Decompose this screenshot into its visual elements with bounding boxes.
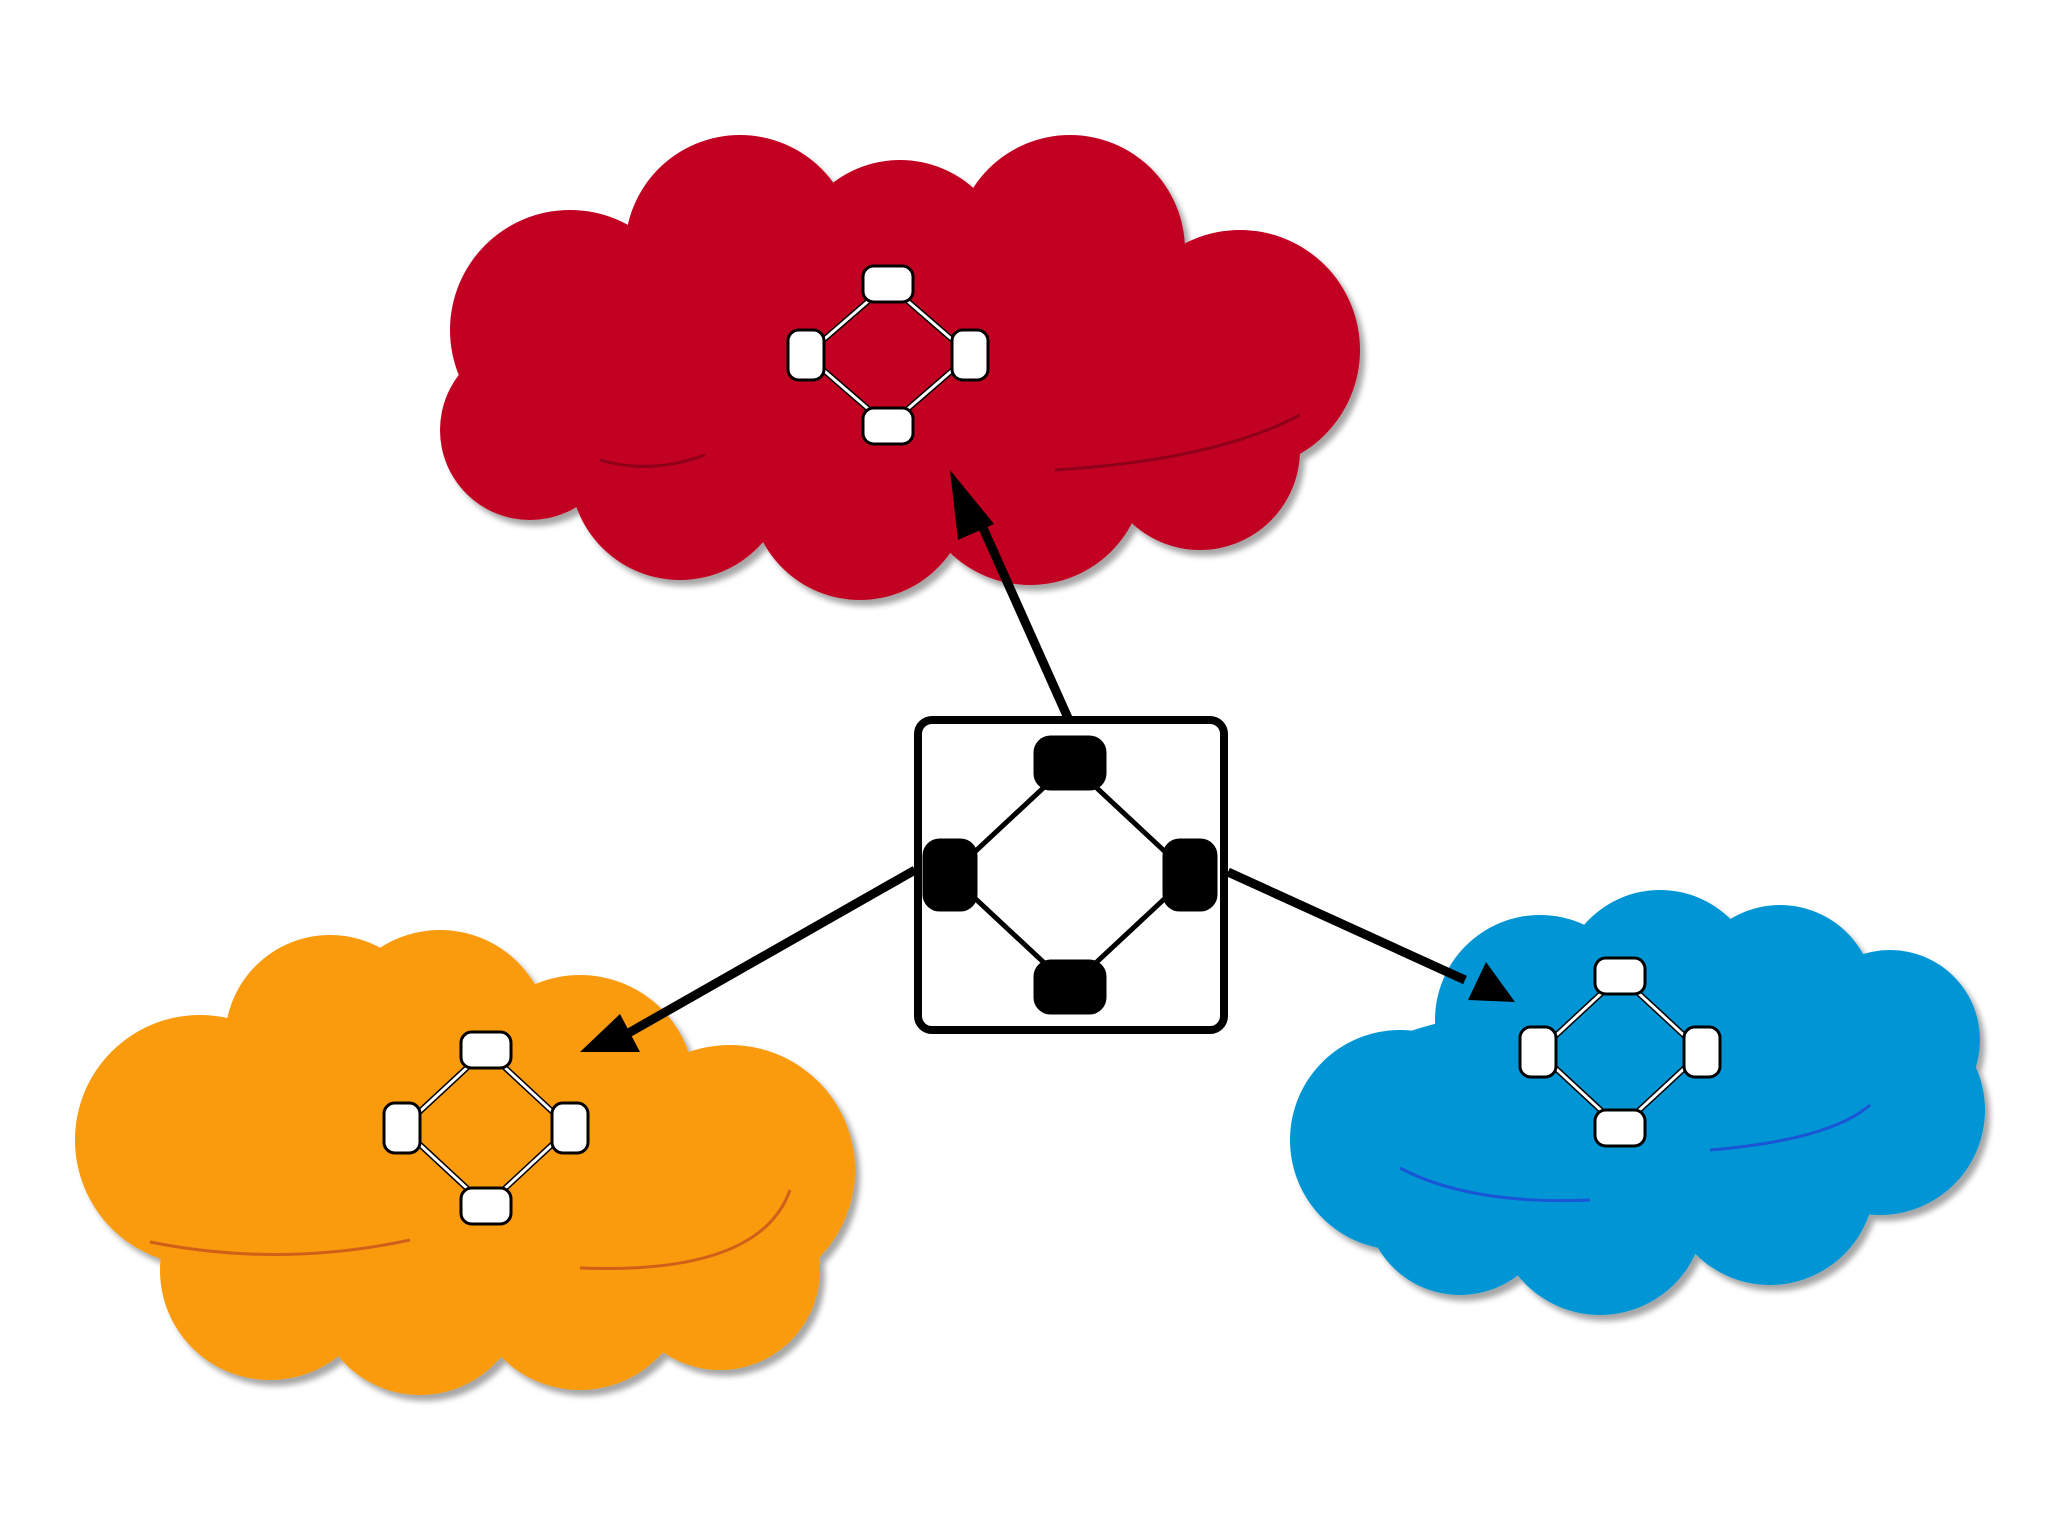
ring-node xyxy=(1162,838,1218,912)
ring-node xyxy=(382,1101,422,1155)
hub-box xyxy=(914,716,1228,1034)
ring-node xyxy=(861,406,915,446)
ring-node xyxy=(459,1186,513,1226)
cloud-red xyxy=(440,135,1360,600)
cloud-blue xyxy=(1290,890,1985,1315)
ring-node xyxy=(861,264,915,304)
blue-cloud-ring-network-icon xyxy=(1518,956,1722,1148)
ring-node xyxy=(922,838,978,912)
ring-node xyxy=(1682,1025,1722,1079)
arrow-to-blue xyxy=(1226,867,1515,1002)
hub-ring-network-icon xyxy=(922,735,1218,1015)
ring-node xyxy=(950,328,990,382)
arrow-to-orange xyxy=(580,866,918,1052)
cloud-red-highlight-right xyxy=(1054,413,1301,472)
ring-node xyxy=(1593,1108,1647,1148)
ring-node xyxy=(550,1101,590,1155)
cloud-orange xyxy=(75,930,855,1395)
red-cloud-ring-network-icon xyxy=(786,264,990,446)
cloud-blue-highlight-right xyxy=(1709,1103,1871,1152)
ring-node xyxy=(786,328,826,382)
cloud-orange-highlight-right xyxy=(579,1189,792,1271)
ring-node xyxy=(1033,959,1107,1015)
ring-node xyxy=(1033,735,1107,791)
arrow-to-red xyxy=(950,470,1073,720)
cloud-orange-highlight-left xyxy=(149,1238,411,1257)
ring-node xyxy=(1593,956,1647,996)
cloud-blue-highlight-left xyxy=(1399,1166,1591,1203)
cloud-red-highlight-left xyxy=(599,453,706,468)
ring-node xyxy=(459,1030,513,1070)
orange-cloud-ring-network-icon xyxy=(382,1030,590,1226)
ring-node xyxy=(1518,1025,1558,1079)
